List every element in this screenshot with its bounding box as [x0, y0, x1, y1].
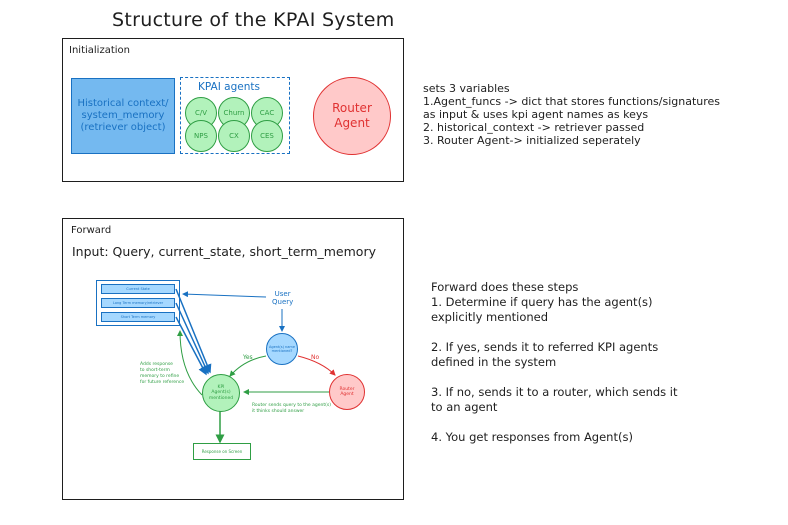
agent-nps: NPS — [185, 120, 217, 152]
no-label: No — [311, 354, 320, 361]
agent-ces: CES — [251, 120, 283, 152]
current-state-box: Current State — [101, 284, 175, 294]
long-term-memory-box: Long Term memory/retriever — [101, 298, 175, 308]
kpi-agents-node-label: KPI Agent(s) mentioned — [208, 384, 234, 401]
agent-cx: CX — [218, 120, 250, 152]
user-query-label: User Query — [272, 290, 294, 306]
adds-response-note: Adds response to short-term memory to re… — [140, 362, 185, 385]
router-agent-node: Router Agent — [329, 374, 365, 410]
initialization-note: sets 3 variables 1.Agent_funcs -> dict t… — [423, 82, 721, 147]
response-on-screen-label: Response on Screen — [201, 448, 243, 454]
forward-note: Forward does these steps 1. Determine if… — [431, 280, 678, 444]
response-on-screen-box: Response on Screen — [193, 443, 251, 460]
router-agent-node-label: Router Agent — [339, 386, 355, 398]
router-agent-circle: Router Agent — [313, 77, 391, 155]
forward-label: Forward — [71, 225, 112, 236]
yes-label: Yes — [243, 354, 253, 361]
kpai-agents-label: KPAI agents — [198, 81, 260, 93]
initialization-label: Initialization — [69, 45, 130, 56]
short-term-memory-box: Short Term memory — [101, 312, 175, 322]
decision-node: Agent(s) name mentioned? — [266, 333, 298, 365]
router-sends-note: Router sends query to the agent(s) it th… — [252, 403, 331, 414]
forward-frame — [62, 218, 404, 500]
kpai-agents-group — [180, 77, 290, 154]
decision-node-label: Agent(s) name mentioned? — [269, 344, 295, 354]
initialization-frame — [62, 38, 404, 182]
kpi-agents-node: KPI Agent(s) mentioned — [202, 374, 240, 412]
historical-context-box: Historical context/ system_memory (retri… — [71, 78, 175, 154]
memory-stack-group — [96, 280, 180, 326]
diagram-title: Structure of the KPAI System — [112, 9, 395, 31]
forward-input-line: Input: Query, current_state, short_term_… — [72, 244, 376, 259]
